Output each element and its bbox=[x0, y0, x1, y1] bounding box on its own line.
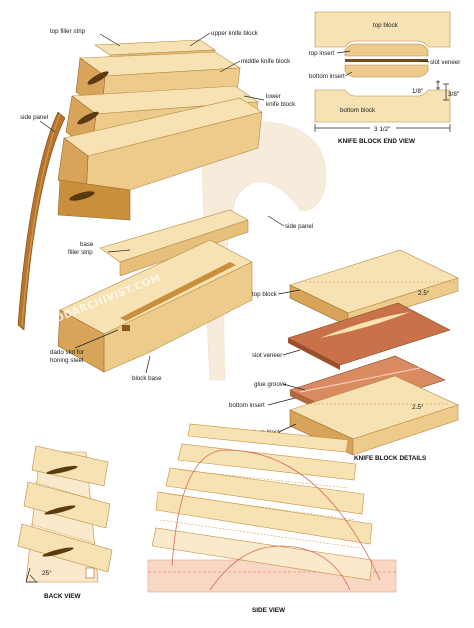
detail-leader-slot-veneer bbox=[282, 349, 301, 356]
side-panel-highlight bbox=[21, 113, 61, 327]
detail-label-bottom-insert: bottom insert bbox=[229, 402, 265, 409]
detail-angle-top: 2.5° bbox=[418, 289, 430, 297]
end-label-top-block: top block bbox=[373, 22, 399, 29]
end-dim-small: 1/8" bbox=[412, 88, 423, 95]
side-block-top-filler bbox=[187, 423, 349, 453]
side-view-caption: SIDE VIEW bbox=[252, 607, 286, 614]
end-leader-bottom-insert bbox=[344, 71, 353, 77]
back-slot-upper bbox=[46, 465, 78, 475]
end-label-bottom-block: bottom block bbox=[340, 107, 376, 114]
block-base bbox=[57, 239, 253, 373]
leader-base-filler-strip bbox=[107, 249, 131, 253]
leader-side-panel-right bbox=[267, 215, 285, 227]
leader-side-panel-left bbox=[39, 120, 56, 133]
label-side-panel-left: side panel bbox=[20, 114, 48, 121]
side-block-lower bbox=[155, 491, 373, 545]
label-top-filler-strip: top filler strip bbox=[50, 28, 86, 35]
label-lower-knife-block-line2: knife block bbox=[266, 101, 296, 108]
label-middle-knife-block: middle knife block bbox=[241, 58, 291, 65]
back-view: 25° BACK VIEW bbox=[17, 445, 113, 600]
side-block-base-filler bbox=[151, 527, 373, 581]
back-slot-middle bbox=[44, 505, 76, 515]
leader-middle-knife-block bbox=[219, 60, 241, 73]
leader-lower-knife-block bbox=[243, 95, 265, 101]
side-block-upper bbox=[177, 443, 357, 481]
end-label-bottom-insert: bottom insert bbox=[309, 73, 345, 80]
detail-leader-glue-groove bbox=[282, 383, 306, 391]
back-slot-lower bbox=[42, 547, 74, 557]
label-upper-knife-block: upper knife block bbox=[211, 30, 259, 37]
label-side-panel-right: side panel bbox=[285, 223, 313, 230]
details-caption: KNIFE BLOCK DETAILS bbox=[354, 455, 427, 462]
lower-knife-block bbox=[57, 97, 263, 221]
base-filler-strip bbox=[99, 209, 249, 277]
end-bottom-block bbox=[314, 89, 451, 123]
detail-label-top-block: top block bbox=[252, 291, 278, 298]
end-top-insert bbox=[344, 43, 429, 57]
end-bottom-insert bbox=[344, 64, 429, 78]
dado-slot-end bbox=[122, 325, 130, 331]
exploded-view-labels: top filler strip upper knife block middl… bbox=[20, 28, 313, 382]
leader-dado-slot bbox=[74, 329, 119, 349]
back-block-lower bbox=[17, 523, 113, 573]
detail-label-slot-veneer: slot veneer bbox=[252, 352, 282, 359]
end-dim-width: 3 1/2" bbox=[374, 126, 390, 133]
end-dim-width-bg bbox=[370, 124, 396, 132]
detail-slot-veneer bbox=[287, 302, 451, 370]
end-top-block bbox=[314, 11, 451, 48]
detail-label-glue-groove: glue groove bbox=[254, 381, 287, 388]
end-view: top block top insert slot veneer bottom … bbox=[309, 11, 460, 145]
leader-upper-knife-block bbox=[189, 32, 211, 47]
label-dado-slot-line1: dado slot for bbox=[50, 349, 84, 356]
back-angle: 25° bbox=[42, 569, 52, 577]
side-panel-outline-inner bbox=[209, 545, 351, 591]
detail-leader-bottom-block bbox=[278, 423, 297, 433]
back-view-caption: BACK VIEW bbox=[44, 593, 82, 600]
detail-knife-slot bbox=[320, 312, 410, 338]
leader-top-filler-strip bbox=[99, 33, 121, 47]
back-slot-steel bbox=[85, 567, 95, 579]
detail-angle-bottom: 2.5° bbox=[412, 403, 424, 411]
end-slot-veneer bbox=[345, 59, 428, 62]
exploded-view bbox=[17, 39, 327, 381]
label-base-filler-strip-line1: base bbox=[80, 241, 94, 248]
end-dim-small-marker bbox=[436, 80, 440, 90]
end-label-slot-veneer: slot veneer bbox=[430, 59, 460, 66]
details-view: top block 2.5° slot veneer glue groove b… bbox=[229, 249, 459, 462]
end-leader-slot-veneer bbox=[419, 60, 430, 63]
detail-leader-bottom-insert bbox=[267, 397, 296, 406]
dado-slot bbox=[120, 262, 236, 321]
detail-leader-top-block bbox=[277, 289, 301, 295]
side-block-middle bbox=[165, 467, 365, 515]
back-block-upper bbox=[31, 445, 109, 487]
leader-block-base bbox=[145, 355, 151, 374]
side-panel bbox=[17, 111, 66, 331]
side-view: SIDE VIEW bbox=[147, 423, 397, 614]
label-base-filler-strip-line2: filler strip bbox=[68, 249, 93, 256]
end-leader-top-insert bbox=[336, 50, 351, 54]
end-dim-insert: 3/8" bbox=[448, 91, 459, 98]
end-label-top-insert: top insert bbox=[309, 50, 335, 57]
label-lower-knife-block-line1: lower bbox=[266, 93, 281, 100]
label-block-base: block base bbox=[132, 375, 162, 382]
side-panel-outline-outer bbox=[171, 449, 381, 581]
label-dado-slot-line2: honing steel bbox=[50, 357, 83, 364]
back-block-middle bbox=[23, 481, 111, 529]
end-dim-insert-marker bbox=[443, 83, 449, 101]
end-view-caption: KNIFE BLOCK END VIEW bbox=[338, 138, 416, 145]
